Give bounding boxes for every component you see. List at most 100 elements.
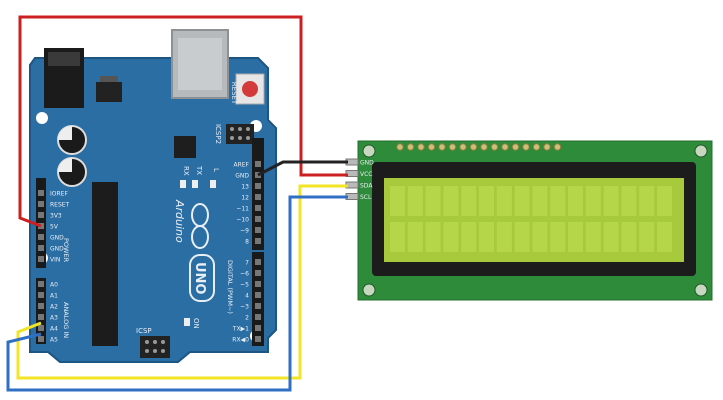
lcd-character-cell	[639, 186, 655, 216]
lcd-character-cell	[479, 186, 494, 216]
wire-a5-scl	[6, 195, 348, 392]
header-pin	[255, 336, 261, 342]
pin-label-a2: A2	[50, 304, 58, 311]
l-label: L	[212, 168, 220, 172]
lcd-character-cell	[479, 222, 494, 252]
lcd-solder-pad	[532, 143, 541, 151]
wire-a4-sda	[16, 184, 348, 380]
pin-label-5: ~5	[240, 282, 249, 289]
lcd-character-cell	[496, 222, 512, 252]
lcd-mount-hole	[694, 283, 708, 297]
lcd-character-cell	[532, 186, 548, 216]
pin-label-3v3: 3V3	[50, 213, 62, 220]
rx-led	[180, 180, 186, 188]
on-label: ON	[192, 318, 200, 329]
lcd-character-cell	[514, 222, 530, 252]
lcd-character-cell	[585, 186, 601, 216]
header-pin	[38, 212, 44, 218]
atmega-chip	[92, 182, 118, 346]
pin-label-aref: AREF	[233, 162, 249, 169]
lcd-character-cell	[603, 222, 619, 252]
lcd-solder-pad	[543, 143, 551, 151]
pin-label-8: 8	[245, 239, 249, 246]
header-pin	[38, 325, 44, 331]
icsp2-label: ICSP2	[214, 124, 222, 144]
reset-button-cap	[242, 81, 258, 97]
lcd-pin-label-sda: SDA	[360, 183, 373, 190]
lcd-character-cell	[657, 222, 672, 252]
pin-label-2: 2	[245, 315, 249, 322]
icsp2-header	[226, 124, 254, 144]
pin-label-gnd: GND	[235, 173, 249, 180]
wire-gnd-gnd	[257, 160, 348, 177]
lcd-character-cell	[621, 222, 637, 252]
lcd-solder-pad	[448, 143, 457, 151]
lcd-character-cell	[639, 222, 655, 252]
lcd-character-cell	[407, 186, 423, 216]
lcd-character-cell	[425, 186, 441, 216]
infinity-logo	[191, 203, 209, 249]
lcd-character-cell	[550, 186, 566, 216]
header-pin	[38, 314, 44, 320]
header-pin	[38, 245, 44, 251]
lcd-mount-hole	[694, 144, 708, 158]
header-pin	[255, 259, 261, 265]
lcd-mount-hole	[362, 283, 376, 297]
pin-label-tx-1: TX▶1	[232, 326, 249, 333]
pin-label-a5: A5	[50, 337, 58, 344]
pin-label-11: ~11	[236, 206, 249, 213]
icsp-header	[140, 336, 170, 358]
lcd-character-cell	[443, 186, 459, 216]
header-pin	[255, 292, 261, 298]
wire-5v-vcc	[18, 15, 348, 228]
analog-label: ANALOG IN	[62, 302, 70, 338]
lcd-character-cell	[657, 186, 672, 216]
header-pin	[255, 205, 261, 211]
header-pin	[255, 303, 261, 309]
pin-label-a3: A3	[50, 315, 58, 322]
rx-label: RX	[182, 166, 190, 176]
lcd-pin-label-scl: SCL	[360, 194, 372, 201]
lcd-character-cell	[461, 186, 477, 216]
lcd-top-pads	[396, 143, 562, 151]
analog-header	[36, 278, 46, 344]
pin-label-gnd: GND	[50, 246, 64, 253]
lcd-solder-pad	[417, 143, 425, 151]
digital-label: DIGITAL (PWM~)	[226, 260, 234, 314]
pin-label-9: ~9	[240, 228, 249, 235]
pin-label-10: ~10	[236, 217, 249, 224]
lcd-solder-pad	[396, 143, 404, 151]
lcd-solder-pad	[490, 143, 499, 151]
pin-label-6: ~6	[240, 271, 249, 278]
lcd-solder-pad	[406, 143, 415, 151]
header-pin	[255, 183, 261, 189]
header-pin	[255, 314, 261, 320]
lcd-character-cell	[568, 186, 583, 216]
pin-label-gnd: GND	[50, 235, 64, 242]
lcd-solder-pad	[459, 143, 467, 151]
lcd-character-cell	[603, 186, 619, 216]
pin-label-3: ~3	[240, 304, 249, 311]
header-pin	[38, 201, 44, 207]
pin-label-7: 7	[245, 260, 249, 267]
lcd-mount-hole	[362, 144, 376, 158]
header-pin	[255, 281, 261, 287]
header-pin	[255, 238, 261, 244]
header-pin	[38, 256, 44, 262]
header-pin	[38, 281, 44, 287]
pin-label-vin: VIN	[50, 257, 60, 264]
header-pin	[38, 234, 44, 240]
lcd-character-cell	[390, 186, 405, 216]
lcd-character-cell	[461, 222, 477, 252]
pin-label-5v: 5V	[50, 224, 59, 231]
reset-label: RESET	[230, 82, 238, 105]
lcd-solder-pad	[522, 143, 530, 151]
pin-label-a4: A4	[50, 326, 58, 333]
header-pin	[255, 161, 261, 167]
pin-label-a0: A0	[50, 282, 58, 289]
header-pin	[38, 190, 44, 196]
